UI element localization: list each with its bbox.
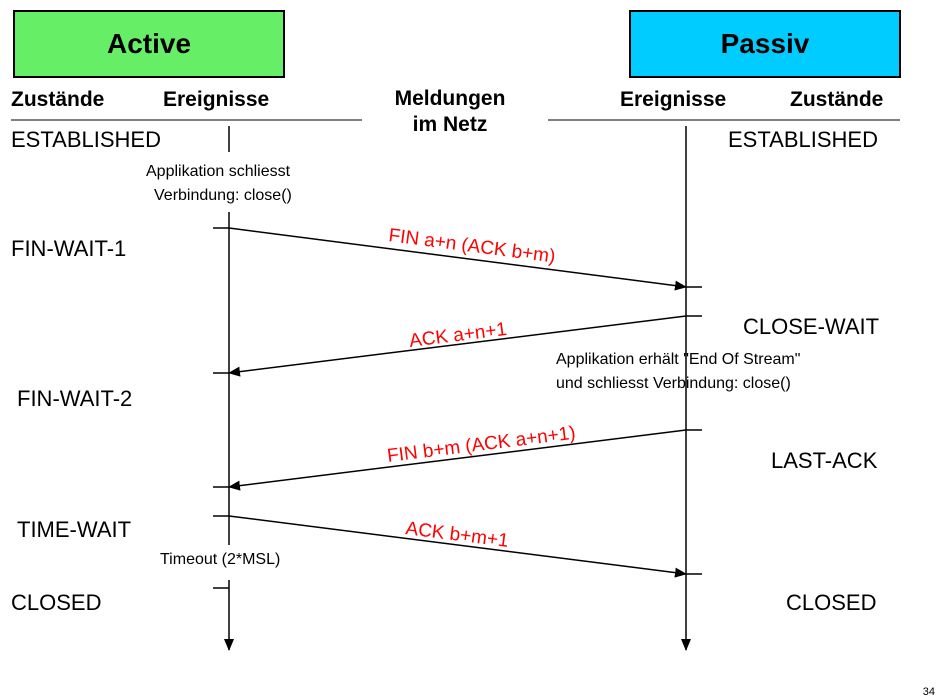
- arrow-ack-passive: [228, 315, 687, 377]
- header-messages: Meldungen im Netz: [375, 86, 525, 138]
- msg-ack-active: ACK b+m+1: [404, 518, 509, 552]
- left-state-closed: CLOSED: [11, 590, 102, 615]
- arrow-fin-passive: [228, 429, 687, 491]
- left-state-fin-wait-2: FIN-WAIT-2: [17, 386, 133, 411]
- note-passive-eos: Applikation erhält "End Of Stream" und s…: [556, 348, 800, 396]
- passive-label: Passiv: [720, 28, 810, 59]
- note-active-close: Applikation schliesst Verbindung: close(…: [146, 160, 292, 208]
- note-passive-eos-line2: und schliesst Verbindung: close(): [556, 375, 791, 392]
- msg-fin-passive: FIN b+m (ACK a+n+1): [386, 423, 577, 467]
- active-box: Active: [13, 10, 285, 78]
- note-active-close-line2: Verbindung: close(): [154, 187, 292, 204]
- right-state-closed: CLOSED: [786, 590, 877, 615]
- msg-ack-passive: ACK a+n+1: [408, 319, 508, 352]
- right-state-last-ack: LAST-ACK: [771, 448, 878, 473]
- page-number: 34: [922, 686, 935, 698]
- left-state-established: ESTABLISHED: [11, 127, 161, 152]
- header-right-states: Zustände: [790, 88, 884, 111]
- arrow-fin-active: [228, 227, 687, 291]
- header-messages-line2: im Netz: [412, 113, 488, 136]
- header-messages-line1: Meldungen: [394, 87, 506, 110]
- header-left-events: Ereignisse: [163, 88, 270, 111]
- right-state-close-wait: CLOSE-WAIT: [743, 314, 880, 339]
- note-passive-eos-line1: Applikation erhält "End Of Stream": [556, 351, 801, 368]
- arrow-ack-active: [228, 515, 687, 578]
- note-active-close-line1: Applikation schliesst: [146, 163, 291, 180]
- left-state-fin-wait-1: FIN-WAIT-1: [11, 236, 127, 261]
- header-right-events: Ereignisse: [620, 88, 727, 111]
- header-left-states: Zustände: [11, 88, 105, 111]
- right-state-established: ESTABLISHED: [728, 127, 878, 152]
- msg-fin-active: FIN a+n (ACK b+m): [387, 225, 556, 267]
- active-label: Active: [106, 28, 192, 59]
- note-timeout: Timeout (2*MSL): [160, 551, 281, 568]
- left-state-time-wait: TIME-WAIT: [17, 517, 132, 542]
- passive-box: Passiv: [629, 10, 901, 78]
